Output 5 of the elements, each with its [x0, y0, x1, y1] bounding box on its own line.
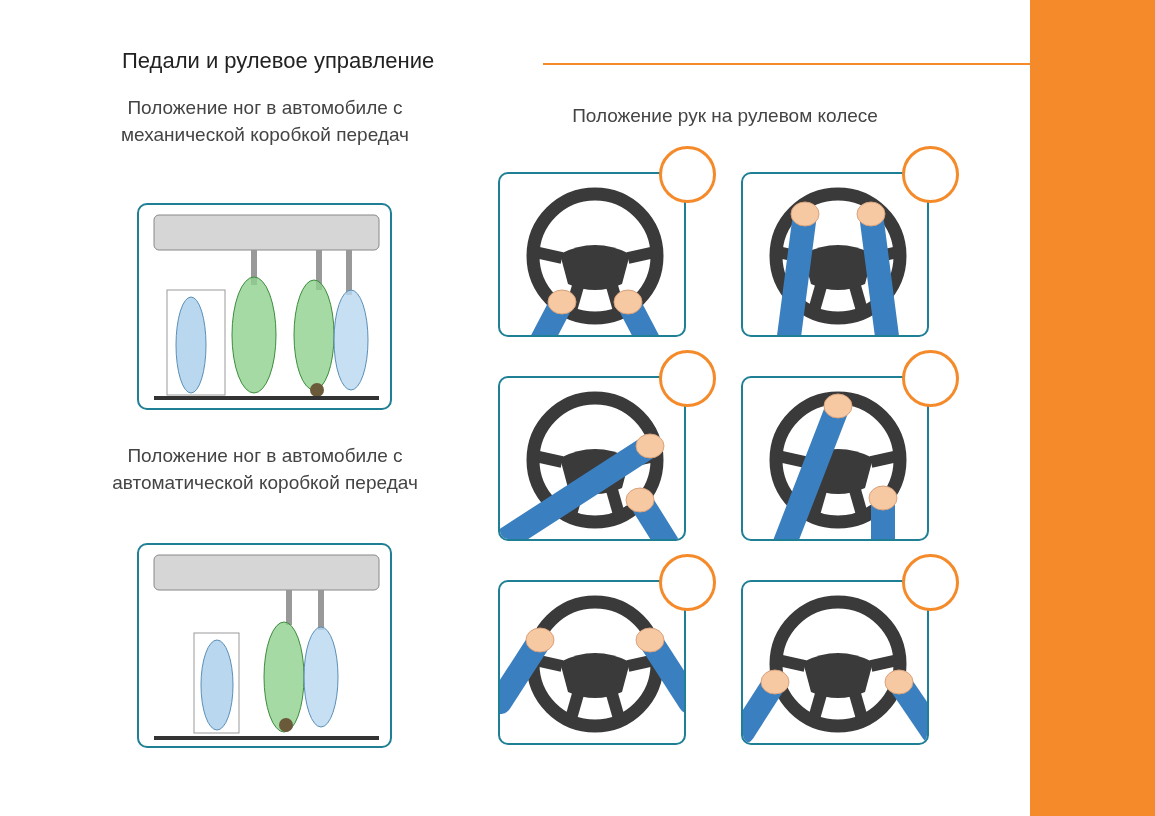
- section-heading: Положение рук на рулевом колесе: [571, 104, 879, 128]
- page-title: Педали и рулевое управление: [122, 47, 435, 75]
- section-heading: Положение ног в автомобиле с механической коробкой передач: [120, 96, 410, 147]
- side-band: [1030, 0, 1155, 816]
- section-heading: Положение ног в автомобиле с автоматической коробкой передач: [111, 444, 419, 495]
